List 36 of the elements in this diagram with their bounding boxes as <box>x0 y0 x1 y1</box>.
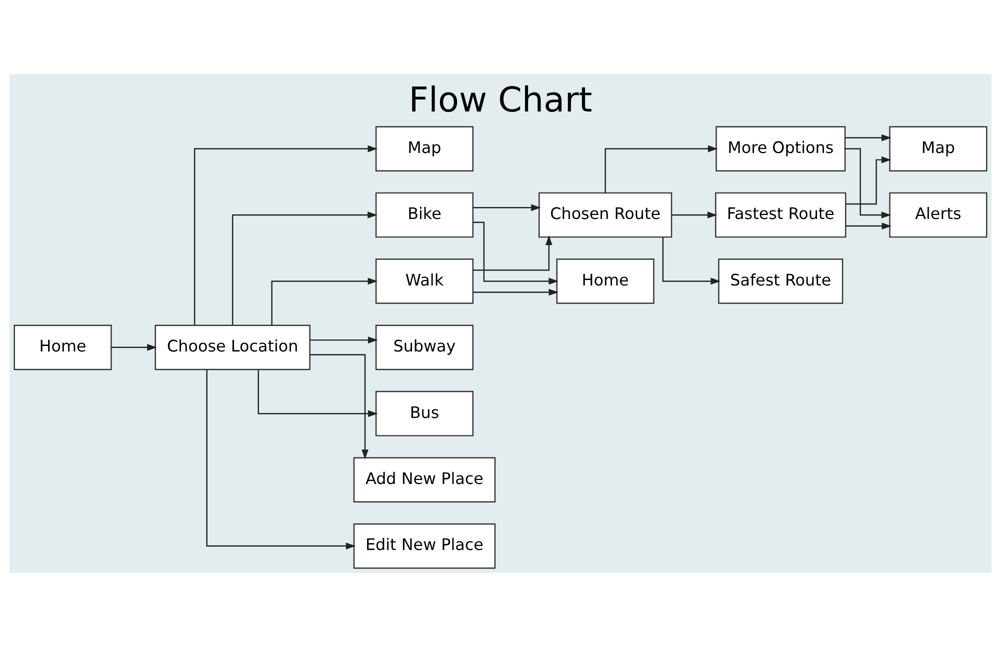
node-box: Bike <box>374 192 474 238</box>
node-box: More Options <box>715 126 846 172</box>
node-box: Alerts <box>888 192 987 238</box>
node-box: Walk <box>374 258 474 304</box>
node-box: Add New Place <box>352 457 496 502</box>
arrow <box>232 212 377 325</box>
arrow <box>472 222 558 285</box>
node-box: Edit New Place <box>352 523 496 569</box>
arrow <box>257 370 378 418</box>
arrow <box>270 278 378 325</box>
arrow <box>110 344 156 351</box>
node-box: Choose Location <box>154 324 310 370</box>
arrow <box>310 354 368 460</box>
arrow <box>472 204 540 212</box>
node-box: Safest Route <box>718 258 843 304</box>
arrow <box>845 222 892 230</box>
arrow <box>310 336 378 344</box>
arrow <box>193 145 378 325</box>
node-box: Fastest Route <box>714 192 846 238</box>
arrow <box>846 156 891 205</box>
arrow <box>662 237 720 285</box>
arrow <box>472 235 552 271</box>
node-box: Map <box>374 126 474 172</box>
arrow <box>844 148 891 218</box>
node-box: Chosen Route <box>538 192 672 238</box>
arrow <box>844 134 891 142</box>
node-box: Home <box>13 324 112 370</box>
arrow <box>206 370 356 550</box>
node-box: Subway <box>374 324 474 370</box>
arrow <box>671 212 717 218</box>
node-box: Bus <box>374 390 474 436</box>
node-box: Map <box>888 126 987 172</box>
node-box: Home <box>556 258 654 304</box>
diagram-title: Flow Chart <box>408 80 592 120</box>
arrow <box>604 145 718 193</box>
arrow <box>472 288 558 296</box>
